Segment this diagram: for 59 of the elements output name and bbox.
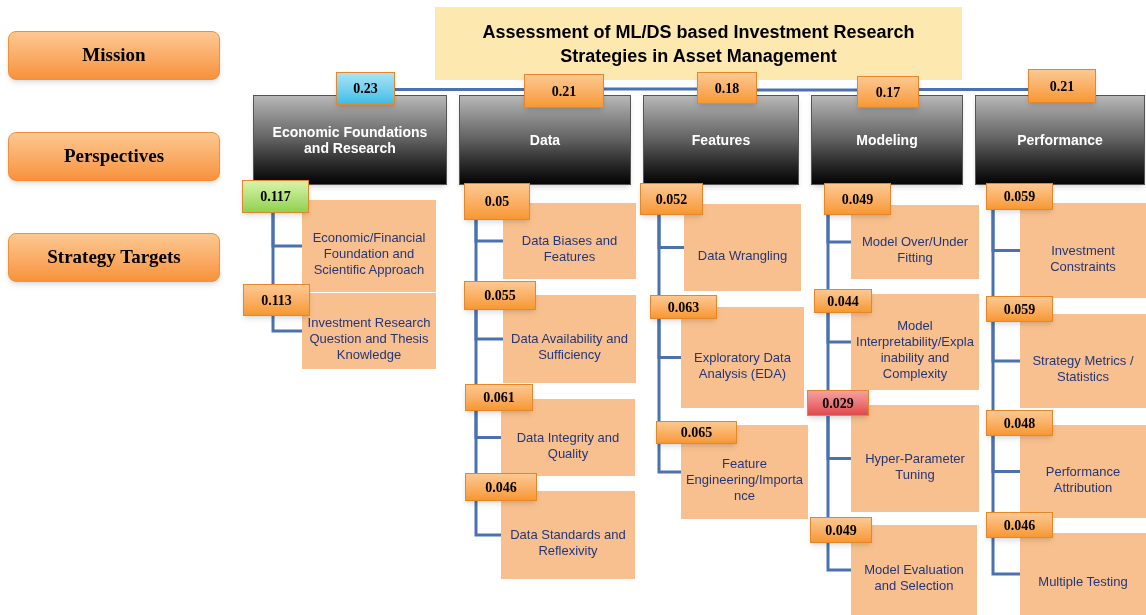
weight-badge: 0.21 xyxy=(524,74,604,108)
title-banner: Assessment of ML/DS based Investment Research Strategies in Asset Management xyxy=(435,7,962,80)
weight-badge: 0.117 xyxy=(242,180,309,213)
connector-line xyxy=(757,88,857,92)
weight-badge: 0.048 xyxy=(986,410,1053,436)
perspective-box: Performance xyxy=(975,95,1145,185)
weight-badge: 0.18 xyxy=(697,72,757,104)
connector-line xyxy=(271,213,275,284)
perspective-box: Data xyxy=(459,95,631,185)
connector-line xyxy=(657,215,661,295)
weight-badge: 0.049 xyxy=(824,183,891,215)
connector-line xyxy=(474,501,501,537)
connector-line xyxy=(991,436,995,512)
connector-line xyxy=(657,444,681,474)
weight-badge: 0.23 xyxy=(336,72,395,105)
weight-badge: 0.046 xyxy=(986,512,1053,538)
weight-badge: 0.065 xyxy=(656,421,737,444)
connector-line xyxy=(657,319,661,421)
target-box: Data Standards and Reflexivity xyxy=(501,491,635,579)
target-box: Model Over/Under Fitting xyxy=(851,205,979,279)
weight-badge: 0.029 xyxy=(807,390,869,416)
level-tab: Perspectives xyxy=(8,132,220,181)
connector-line xyxy=(826,416,830,517)
target-box: Multiple Testing xyxy=(1020,533,1146,615)
weight-badge: 0.21 xyxy=(1028,69,1096,103)
connector-line xyxy=(604,87,697,91)
weight-badge: 0.044 xyxy=(814,289,872,313)
weight-badge: 0.17 xyxy=(857,76,919,108)
connector-line xyxy=(395,88,524,91)
connector-line xyxy=(826,215,830,289)
weight-badge: 0.061 xyxy=(465,384,533,411)
target-box: Strategy Metrics / Statistics xyxy=(1020,314,1146,408)
connector-line xyxy=(919,88,1028,91)
weight-badge: 0.052 xyxy=(640,183,703,215)
weight-badge: 0.113 xyxy=(243,284,310,316)
weight-badge: 0.046 xyxy=(465,473,537,501)
connector-line xyxy=(991,538,1020,576)
level-tab: Strategy Targets xyxy=(8,233,220,282)
connector-line xyxy=(826,313,830,390)
target-box: Data Wrangling xyxy=(684,204,801,291)
target-box: Investment Constraints xyxy=(1020,203,1146,298)
connector-line xyxy=(474,310,478,384)
connector-line xyxy=(271,316,302,333)
weight-badge: 0.05 xyxy=(464,183,530,220)
perspective-box: Features xyxy=(643,95,799,185)
weight-badge: 0.055 xyxy=(464,281,536,310)
connector-line xyxy=(474,220,478,281)
weight-badge: 0.063 xyxy=(650,295,717,319)
connector-line xyxy=(991,210,995,296)
level-tab: Mission xyxy=(8,31,220,80)
connector-line xyxy=(474,411,478,473)
target-box: Investment Research Question and Thesis Knowledge xyxy=(302,293,436,369)
connector-line xyxy=(826,543,851,572)
perspective-box: Economic Foundations and Research xyxy=(253,95,447,185)
weight-badge: 0.049 xyxy=(810,517,872,543)
weight-badge: 0.059 xyxy=(986,183,1053,210)
weight-badge: 0.059 xyxy=(986,296,1053,322)
connector-line xyxy=(991,322,995,410)
target-box: Economic/Financial Foundation and Scientific Approach xyxy=(302,200,436,292)
